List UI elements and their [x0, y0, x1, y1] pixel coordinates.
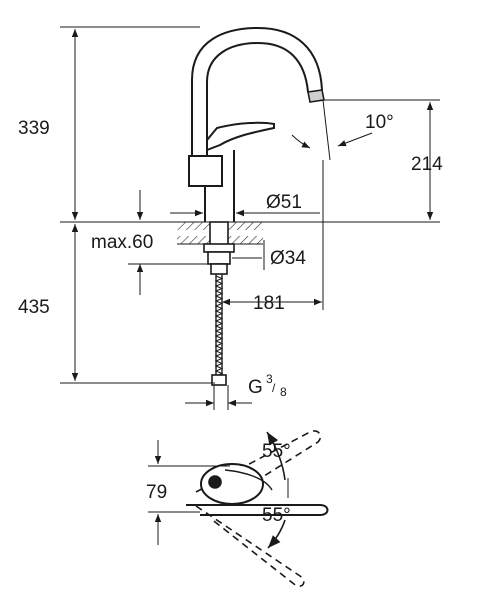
label-79: 79	[146, 482, 167, 503]
label-214: 214	[411, 154, 443, 175]
dim-339	[60, 26, 200, 220]
faucet-body	[188, 26, 325, 222]
dim-79	[148, 440, 230, 545]
dim-max60	[128, 190, 212, 295]
label-435: 435	[18, 297, 50, 318]
dim-thread	[185, 385, 252, 410]
label-339: 339	[18, 118, 50, 139]
label-d51: Ø51	[266, 192, 302, 213]
dim-435	[60, 224, 215, 384]
label-max60: max.60	[91, 232, 153, 253]
dim-angle-10	[291, 99, 373, 161]
counter-top	[60, 221, 440, 275]
label-thread-num: 3	[266, 372, 273, 386]
label-181: 181	[253, 293, 285, 314]
label-d34: Ø34	[270, 248, 306, 269]
label-thread-slash: /	[272, 381, 276, 395]
label-55-bottom: 55°	[262, 505, 291, 526]
flex-hose	[211, 274, 227, 386]
dim-181	[222, 160, 324, 310]
label-thread-den: 8	[280, 385, 287, 399]
label-55-top: 55°	[262, 441, 291, 462]
label-thread-g: G	[248, 377, 263, 398]
label-10deg: 10°	[365, 112, 394, 133]
labels: 339 435 10° 214 Ø51 max.60 Ø34 181 G 3 /…	[18, 112, 443, 526]
dim-214	[320, 99, 440, 220]
top-view	[186, 430, 329, 587]
dim-d34	[232, 240, 265, 270]
